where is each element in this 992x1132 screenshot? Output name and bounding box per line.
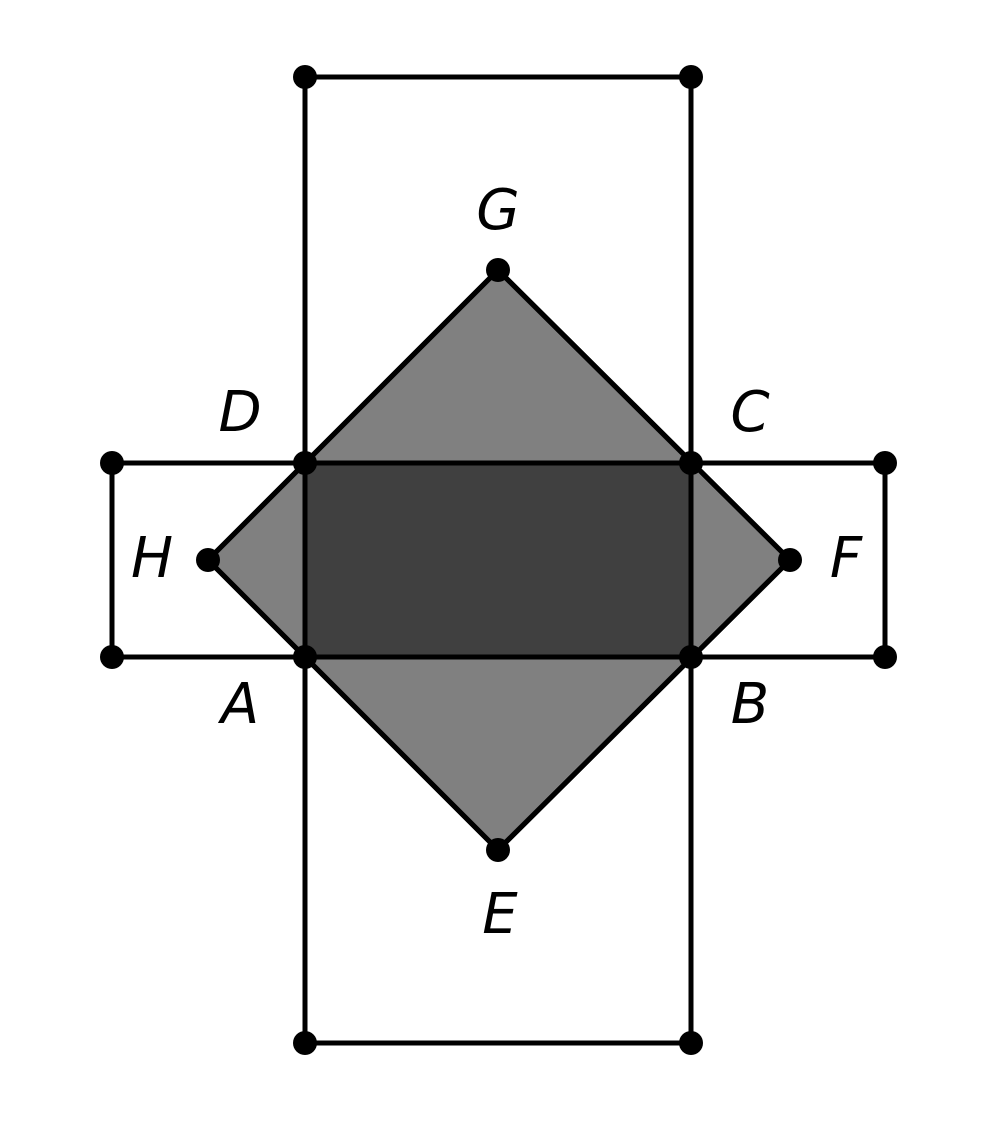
vertex-bottom-left: [293, 1031, 317, 1055]
vertical-rectangle: [302, 74, 694, 1046]
vertex-right-top: [873, 451, 897, 475]
square-abcd: [302, 460, 694, 660]
label-h: H: [131, 526, 173, 591]
horizontal-rectangle: [109, 460, 888, 660]
label-e: E: [482, 882, 518, 947]
vertex-h: [196, 548, 220, 572]
vertex-f: [778, 548, 802, 572]
vertex-b: [679, 645, 703, 669]
vertex-c: [679, 451, 703, 475]
vertex-left-bottom: [100, 645, 124, 669]
vertex-g: [486, 258, 510, 282]
label-g: G: [476, 178, 519, 243]
vertex-bottom-right: [679, 1031, 703, 1055]
vertex-left-top: [100, 451, 124, 475]
label-a: A: [218, 672, 259, 737]
vertex-right-bottom: [873, 645, 897, 669]
vertices: [100, 65, 897, 1055]
label-d: D: [218, 380, 261, 445]
vertex-d: [293, 451, 317, 475]
vertex-e: [486, 838, 510, 862]
label-f: F: [830, 526, 863, 591]
vertex-top-right: [679, 65, 703, 89]
label-b: B: [731, 672, 769, 737]
vertex-top-left: [293, 65, 317, 89]
vertex-a: [293, 645, 317, 669]
label-c: C: [730, 380, 769, 445]
